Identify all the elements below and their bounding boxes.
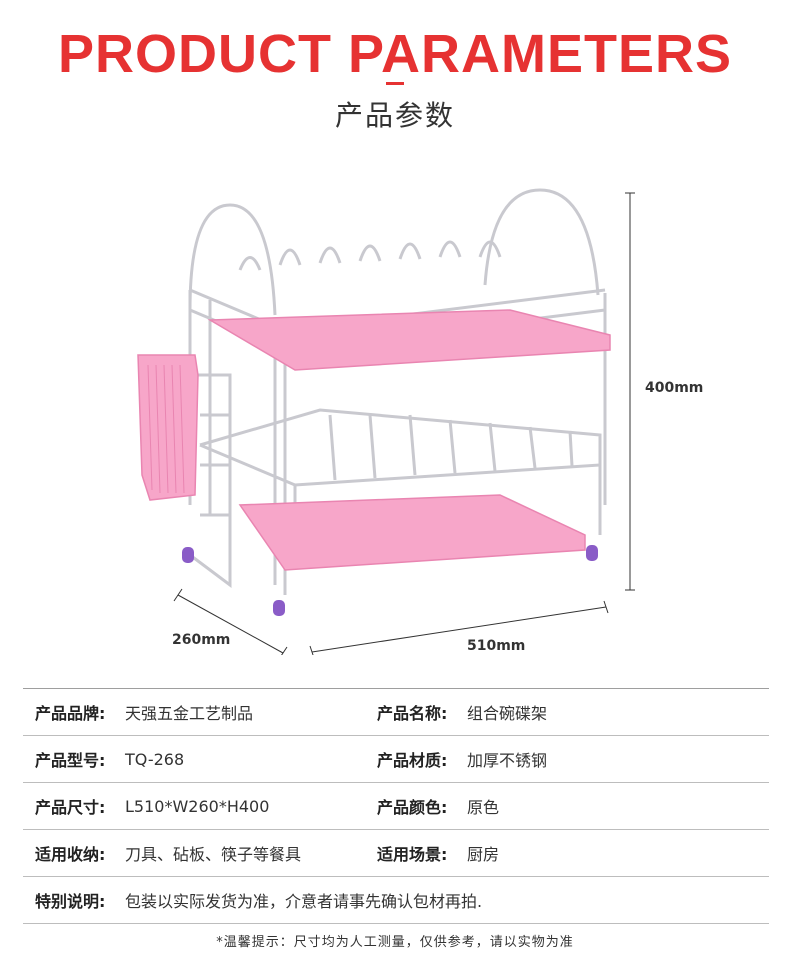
table-row: 产品尺寸: L510*W260*H400 产品颜色: 原色 bbox=[23, 782, 769, 830]
table-row: 特别说明: 包装以实际发货为准，介意者请事先确认包材再拍. bbox=[23, 876, 769, 924]
param-value: TQ-268 bbox=[125, 735, 365, 783]
parameter-table: 产品品牌: 天强五金工艺制品 产品名称: 组合碗碟架 产品型号: TQ-268 … bbox=[23, 688, 769, 924]
foot bbox=[182, 547, 194, 563]
param-key: 产品颜色: bbox=[365, 782, 467, 830]
dimension-width-label: 510mm bbox=[467, 638, 526, 654]
table-row: 产品型号: TQ-268 产品材质: 加厚不锈钢 bbox=[23, 735, 769, 783]
table-row: 适用收纳: 刀具、砧板、筷子等餐具 适用场景: 厨房 bbox=[23, 829, 769, 877]
page-subtitle: 产品参数 bbox=[334, 99, 455, 132]
footer-note: *温馨提示：尺寸均为人工测量，仅供参考，请以实物为准 bbox=[216, 935, 574, 950]
title-accent bbox=[386, 82, 404, 85]
param-value: 刀具、砧板、筷子等餐具 bbox=[125, 829, 365, 877]
param-key: 特别说明: bbox=[23, 876, 125, 924]
param-key: 产品型号: bbox=[23, 735, 125, 783]
param-key: 适用场景: bbox=[365, 829, 467, 877]
foot bbox=[586, 545, 598, 561]
param-value: L510*W260*H400 bbox=[125, 782, 365, 830]
param-value: 天强五金工艺制品 bbox=[125, 688, 365, 736]
product-image-dish-rack bbox=[137, 188, 635, 655]
param-value: 加厚不锈钢 bbox=[467, 735, 769, 783]
param-key: 产品品牌: bbox=[23, 688, 125, 736]
dimension-height-label: 400mm bbox=[645, 380, 704, 396]
page-title: PRODUCT PARAMETERS bbox=[57, 24, 732, 84]
dimension-depth-label: 260mm bbox=[172, 632, 231, 648]
foot bbox=[273, 600, 285, 616]
lower-tray bbox=[238, 494, 586, 571]
param-value: 组合碗碟架 bbox=[467, 688, 769, 736]
upper-tray bbox=[207, 309, 611, 371]
param-value: 包装以实际发货为准，介意者请事先确认包材再拍. bbox=[125, 876, 769, 924]
param-value: 厨房 bbox=[467, 829, 769, 877]
param-key: 产品材质: bbox=[365, 735, 467, 783]
table-row: 产品品牌: 天强五金工艺制品 产品名称: 组合碗碟架 bbox=[23, 688, 769, 736]
param-key: 适用收纳: bbox=[23, 829, 125, 877]
param-key: 产品尺寸: bbox=[23, 782, 125, 830]
param-key: 产品名称: bbox=[365, 688, 467, 736]
param-value: 原色 bbox=[467, 782, 769, 830]
